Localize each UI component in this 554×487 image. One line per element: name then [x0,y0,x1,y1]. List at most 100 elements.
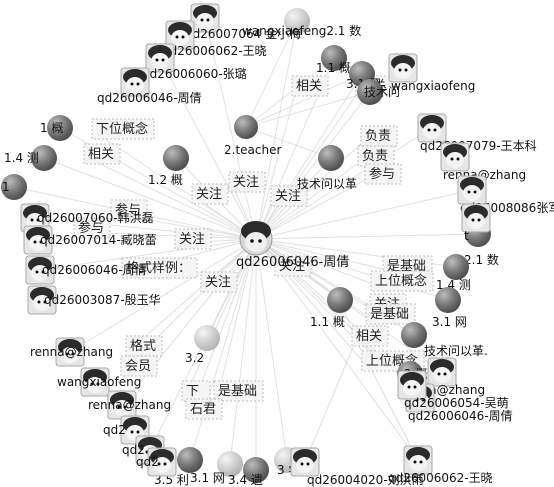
relation-text: 关注 [275,189,301,204]
relation-text: 参与 [369,166,395,182]
upper-center-node[interactable] [234,115,258,139]
relation-text: 下位概念 [96,121,148,137]
user-avatar-node[interactable]: qd26007079-王本科 [417,113,537,153]
user-avatar-node[interactable]: wangxiaofeng [57,367,141,397]
relation-label: 关注 [191,183,229,205]
edge-line [159,57,257,240]
relation-text: 负责 [365,129,391,144]
edge-line [39,238,257,271]
topic-node[interactable]: 1 概 [40,115,73,141]
user-avatar-node[interactable]: wangxiaofeng [388,53,475,93]
relation-text: 相关 [356,329,382,344]
relation-label: 负责 [360,125,398,147]
topic-node[interactable]: 1.4 测 [4,145,57,171]
edge-line [255,238,388,271]
relation-label: 负责 [357,145,395,167]
center-user-node[interactable] [239,221,273,256]
user-avatar-node[interactable]: qd26006054-吴萌 [397,370,509,410]
topic-node[interactable]: 1.1 概 [310,287,353,329]
user-avatar-node[interactable]: qd26006060-张璐 [142,43,247,81]
topic-node[interactable]: 技术问以革. [401,322,488,358]
user-label: renna@zhang [88,398,171,412]
relation-text: 相关 [88,147,114,162]
topic-label: 1.2 概 [148,173,183,187]
topic-node[interactable]: 1.4 测 [436,254,471,292]
topic-node[interactable]: 3.1 网 [432,287,467,329]
edge-line [255,189,473,240]
topic-node[interactable]: 技术问 [357,79,400,105]
topic-node[interactable]: 3.2 [185,325,220,365]
edge-line [255,238,376,286]
relation-text: 会员 [125,359,151,374]
edge-line [129,238,257,351]
user-avatar-node[interactable]: qd26007060-韩洪磊 [20,203,154,233]
relation-label: 关注 [270,185,308,207]
topic-label: 1 [2,180,10,194]
user-avatar-node[interactable]: qd26007014-臧晓蕾 [23,225,157,255]
user-avatar-node[interactable]: qd26006046-周倩 [97,67,202,105]
topic-node[interactable]: 技术问以革 [297,145,357,191]
user-avatar-node[interactable]: qd2 [136,447,177,477]
user-avatar-node[interactable]: qd26007064 金小梅 [185,3,301,41]
user-label: qd26007014-臧晓蕾 [40,232,157,247]
edge-line [255,73,363,240]
edge-line [255,177,370,240]
user-label: qd26006046-周倩 [408,409,513,423]
user-nodes-layer: qd26007064 金小梅qd26006062-王晓qd26006060-张璐… [20,3,554,487]
user-avatar-node[interactable]: renna@zhang [402,357,485,397]
topic-node[interactable]: wangxiaofeng2.1 数 [242,8,361,38]
center-layer: qd26006046-周倩 2.teacher [224,115,349,270]
topic-node[interactable]: 3.4 遗 [228,457,269,487]
relation-label: 格式 [125,335,163,357]
user-label: wangxiaofeng [57,375,141,389]
topic-node[interactable]: 1.1 概 [316,45,351,75]
topic-label: 1.1 概 [310,315,345,329]
edge-line [204,17,257,240]
edge-line [217,238,257,396]
relation-labels-layer: 关注关注关注关注关注关注相关相关相关是基础是基础下位概念下参与参与负责负责参与关… [73,75,434,420]
user-label: qd26004020-刘洪雨 [307,473,424,487]
user-avatar-node[interactable]: qd26003087-殷玉华 [27,285,161,315]
user-avatar-node[interactable]: qd26004020-刘洪雨 [290,447,424,487]
edge-line [255,238,288,461]
topic-label: wangxiaofeng2.1 数 [242,23,361,38]
topic-node[interactable]: 1 [1,174,27,200]
topic-node[interactable]: 1.2 概 [148,145,189,187]
edge-line [245,126,332,159]
topic-label: 技术问以革 [297,177,357,191]
topic-label: 3.2 [185,351,204,365]
user-label: qd26007060-韩洪磊 [37,210,154,225]
relation-label: 参与 [364,163,402,185]
topic-label: 2.1 数 [464,252,499,267]
relation-text: 关注 [196,187,222,202]
relation-text: 石君 [190,402,216,417]
user-avatar-node[interactable]: renna@zhang [440,142,526,182]
user-avatar-node[interactable]: renna@zhang [88,390,171,420]
relation-label: 相关 [351,325,389,347]
user-avatar-node[interactable]: t [461,203,491,243]
center-user-label: qd26006046-周倩 [236,255,349,270]
relation-label: 关注 [174,228,212,250]
topic-label: 3.1 网 [190,471,225,485]
user-avatar-node[interactable]: renna@zhang [30,337,113,367]
user-avatar-node[interactable]: qd26006062-王晓 [162,20,267,58]
edge-line [185,238,257,396]
relation-text: 是基础 [370,307,409,322]
edge-line [255,89,361,240]
user-label: qd26006062-王晓 [162,44,267,58]
relation-label: 关注 [274,255,312,277]
relation-text: 是基础 [218,384,257,399]
relation-text: 相关 [296,79,322,94]
relation-text: 负责 [362,149,388,164]
relation-label: 下位概念 [91,118,155,140]
relation-label: 参与 [110,199,148,221]
edge-line [304,339,357,463]
topic-label: 3.4 遗 [228,473,263,487]
upper-center-label: 2.teacher [224,143,281,157]
user-avatar-node[interactable]: qd26006062-王晓 [388,445,493,485]
relation-text: 下 [186,384,199,399]
user-label: wangxiaofeng [391,79,475,93]
user-avatar-node[interactable]: qd26006046-周倩 [25,255,147,285]
edge-line [245,20,298,128]
topic-node[interactable]: 3.1 网 [190,451,243,485]
